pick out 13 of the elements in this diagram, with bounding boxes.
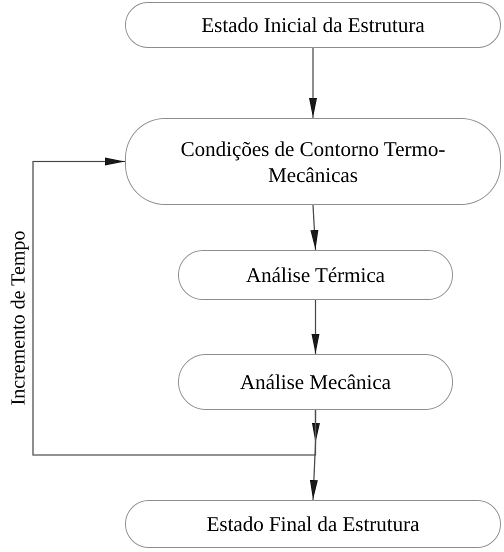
edge-label: Incremento de Tempo bbox=[8, 228, 28, 408]
arrow bbox=[32, 158, 316, 456]
node-text: Condições de Contorno Termo-Mecânicas bbox=[180, 136, 446, 188]
node-text: Estado Inicial da Estrutura bbox=[201, 12, 425, 38]
terminal-box bbox=[125, 2, 501, 48]
node-text: Estado Final da Estrutura bbox=[206, 511, 420, 537]
node-text: Análise Mecânica bbox=[240, 369, 391, 395]
arrow bbox=[309, 48, 317, 118]
terminal-box bbox=[178, 250, 453, 300]
arrow bbox=[312, 300, 320, 354]
arrow bbox=[310, 204, 318, 250]
node-text: Análise Térmica bbox=[246, 262, 385, 288]
terminal-box bbox=[125, 500, 501, 548]
